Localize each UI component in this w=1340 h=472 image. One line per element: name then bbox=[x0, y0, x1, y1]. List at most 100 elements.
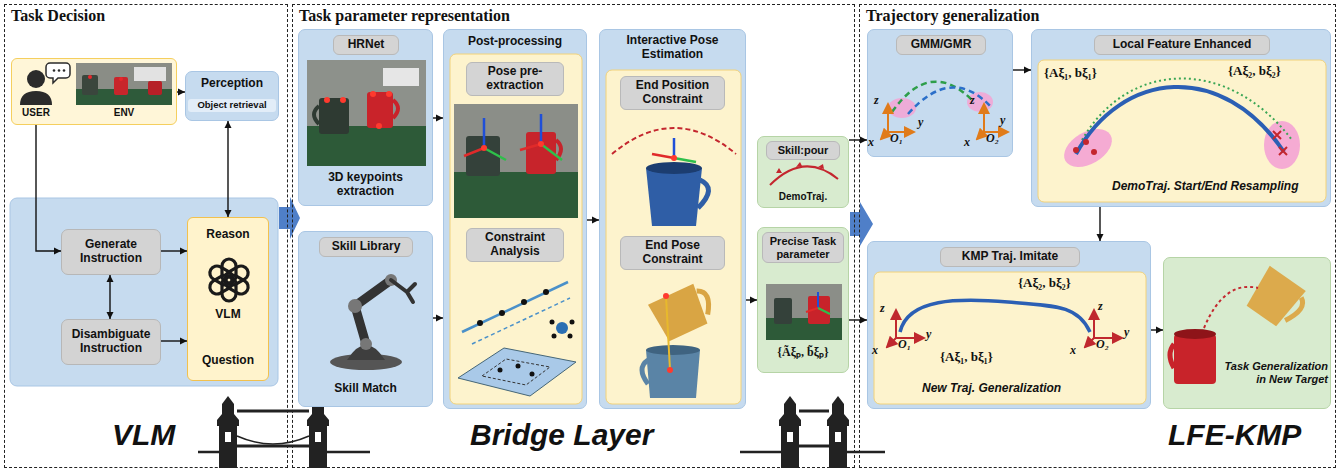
box-label: Question bbox=[190, 354, 266, 368]
drawing-part bbox=[521, 299, 527, 305]
drawing-part bbox=[76, 63, 172, 105]
axis-label: y bbox=[1000, 114, 1005, 127]
drawing-part bbox=[646, 168, 702, 226]
box-label: {Ãξₚ, b̃ξₚ} bbox=[760, 346, 846, 360]
drawing-part bbox=[483, 118, 486, 148]
drawing-part bbox=[462, 282, 568, 332]
drawing-part bbox=[818, 308, 830, 314]
generalization-picture bbox=[1164, 258, 1332, 410]
drawing-part bbox=[207, 263, 235, 287]
arrow-head bbox=[178, 89, 185, 96]
connector-arrow bbox=[177, 89, 185, 96]
drawing-part bbox=[134, 67, 166, 81]
drawing-part bbox=[217, 396, 239, 468]
frame-origin: O₁ bbox=[898, 338, 911, 351]
drawing-part bbox=[887, 310, 1122, 347]
box-label: VLM bbox=[190, 308, 266, 322]
layer-name: Bridge Layer bbox=[470, 418, 653, 451]
axis-label: y bbox=[918, 116, 923, 129]
arrow-head bbox=[860, 317, 867, 324]
box-label: DemoTraj. Start/End Resampling bbox=[1112, 180, 1326, 194]
drawing-part bbox=[674, 158, 696, 162]
axis-label: z bbox=[880, 302, 885, 315]
box-label: Post-processing bbox=[446, 35, 584, 49]
arrow-head bbox=[1097, 234, 1104, 241]
vlm-group-box bbox=[10, 198, 278, 386]
drawing-part bbox=[119, 77, 123, 81]
box-label: ENV bbox=[102, 107, 146, 119]
section-panel: Task Decision USERENVPerceptionObject re… bbox=[4, 4, 288, 468]
drawing-part bbox=[570, 320, 575, 325]
drawing-part bbox=[472, 298, 570, 344]
process-box: Disambiguate Instruction bbox=[61, 319, 161, 365]
drawing-part bbox=[796, 162, 802, 167]
drawing-part bbox=[646, 345, 700, 355]
connector-arrow bbox=[587, 217, 599, 224]
drawing-part bbox=[983, 104, 985, 132]
drawing-part bbox=[799, 445, 829, 448]
arrow-head bbox=[54, 248, 61, 255]
connector-arrow bbox=[36, 125, 61, 255]
connector-arrow bbox=[1013, 67, 1031, 74]
box-label: Reason bbox=[190, 228, 266, 242]
vlm-box: ReasonVLM Question bbox=[187, 217, 269, 381]
layer-name: LFE-KMP bbox=[1168, 418, 1301, 451]
drawing-part bbox=[46, 63, 70, 83]
box-label: Generate Instruction bbox=[64, 238, 158, 266]
process-box: Post-processingPose pre-extractionConstr… bbox=[443, 29, 587, 409]
drawing-part bbox=[818, 164, 824, 169]
box-tag: Local Feature Enhanced bbox=[1094, 35, 1270, 55]
drawing-part bbox=[1273, 131, 1287, 155]
box-label: Object retrieval bbox=[188, 99, 276, 112]
drawing-part bbox=[63, 69, 66, 72]
drawing-part bbox=[481, 145, 487, 151]
drawing-part bbox=[114, 77, 128, 95]
box-label: Perception bbox=[188, 77, 276, 91]
drawing-part bbox=[540, 114, 543, 144]
box-tag: Skill Library bbox=[319, 237, 413, 257]
connector-arrow bbox=[849, 317, 867, 324]
drawing-part bbox=[799, 410, 829, 413]
drawing-part bbox=[1285, 298, 1306, 324]
box-tag: HRNet bbox=[333, 35, 399, 55]
box-tag: GMM/GMR bbox=[896, 35, 986, 55]
drawing-part bbox=[82, 75, 98, 95]
drawing-part bbox=[1076, 87, 1284, 154]
box-tag: Pose pre-extraction bbox=[466, 62, 564, 96]
drawing-part bbox=[355, 280, 391, 344]
arrow-head bbox=[1024, 67, 1031, 74]
connector-arrow bbox=[1097, 207, 1104, 241]
drawing-part bbox=[1093, 310, 1095, 338]
drawing-part bbox=[541, 144, 562, 160]
drawing-part bbox=[1073, 147, 1079, 153]
connector-arrow bbox=[849, 137, 867, 144]
drawing-part bbox=[967, 92, 993, 112]
arrow-head bbox=[860, 137, 867, 144]
drawing-part bbox=[652, 138, 696, 162]
frame-origin: O₂ bbox=[986, 132, 999, 145]
drawing-part bbox=[360, 338, 372, 350]
arrow-head bbox=[180, 338, 187, 345]
drawing-part bbox=[550, 320, 555, 325]
layer-name: VLM bbox=[112, 418, 175, 451]
panel-title: Task Decision bbox=[11, 7, 271, 25]
section-panel: Task parameter representation HRNet3D ke… bbox=[292, 4, 855, 468]
drawing-part bbox=[477, 320, 483, 326]
drawing-part bbox=[697, 288, 714, 315]
drawing-part bbox=[556, 322, 568, 334]
drawing-part bbox=[568, 334, 573, 339]
drawing-part bbox=[779, 396, 801, 468]
drawing-part bbox=[88, 75, 92, 79]
drawing-part bbox=[1057, 121, 1118, 175]
drawing-part bbox=[552, 334, 557, 339]
drawing-part bbox=[315, 432, 321, 442]
drawing-part bbox=[370, 91, 376, 97]
drawing-part bbox=[207, 259, 250, 301]
drawing-part bbox=[606, 70, 741, 404]
drawing-part bbox=[464, 148, 484, 156]
drawing-part bbox=[538, 141, 544, 147]
drawing-part bbox=[198, 451, 370, 454]
box-label: Task Generalization in New Target bbox=[1218, 360, 1328, 385]
drawing-part bbox=[393, 100, 398, 118]
drawing-part bbox=[482, 359, 550, 385]
